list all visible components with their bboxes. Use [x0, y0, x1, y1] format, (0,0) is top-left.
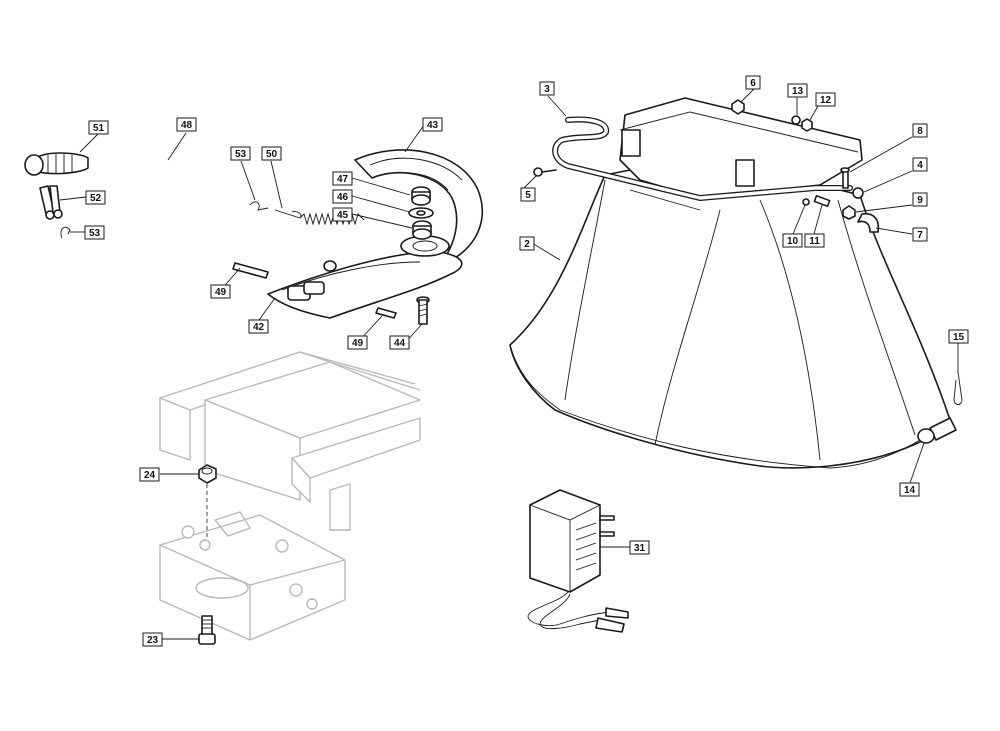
callout-53: 53 — [230, 146, 251, 161]
svg-text:11: 11 — [809, 236, 820, 247]
svg-text:15: 15 — [953, 332, 965, 343]
callout-45: 45 — [332, 207, 353, 222]
svg-text:13: 13 — [792, 86, 804, 97]
bolt-part-23 — [198, 615, 216, 645]
callout-6: 6 — [745, 75, 761, 90]
callout-3: 3 — [539, 81, 555, 96]
svg-text:53: 53 — [235, 149, 247, 160]
callout-50: 50 — [261, 146, 282, 161]
svg-text:5: 5 — [525, 190, 531, 201]
callout-48: 48 — [176, 117, 197, 132]
handle-part-3 — [552, 116, 853, 201]
callout-53: 53 — [84, 225, 105, 240]
pin-part-49b — [375, 307, 397, 319]
svg-text:43: 43 — [427, 120, 439, 131]
catcher-lid-part — [619, 97, 863, 199]
bolt-part-8 — [840, 167, 850, 189]
callout-43: 43 — [422, 117, 443, 132]
callout-2: 2 — [519, 236, 535, 251]
clip-part-53a — [60, 226, 71, 239]
bushing-part-45 — [412, 220, 432, 240]
bushing-part-47 — [411, 186, 431, 206]
nut-part-6 — [731, 99, 745, 115]
callout-23: 23 — [142, 632, 163, 647]
callout-52: 52 — [85, 190, 106, 205]
svg-text:14: 14 — [904, 485, 916, 496]
grip-part-51 — [24, 152, 89, 176]
callout-51: 51 — [88, 120, 109, 135]
svg-text:53: 53 — [89, 228, 101, 239]
callout-49: 49 — [347, 335, 368, 350]
svg-text:47: 47 — [337, 174, 349, 185]
svg-text:44: 44 — [394, 338, 406, 349]
svg-text:52: 52 — [90, 193, 102, 204]
svg-text:50: 50 — [266, 149, 278, 160]
callout-7: 7 — [912, 227, 928, 242]
callout-44: 44 — [389, 335, 410, 350]
callout-47: 47 — [332, 171, 353, 186]
callout-9: 9 — [912, 192, 928, 207]
callout-49: 49 — [210, 284, 231, 299]
svg-text:24: 24 — [144, 470, 156, 481]
svg-text:31: 31 — [634, 543, 646, 554]
callout-8: 8 — [912, 123, 928, 138]
svg-text:51: 51 — [93, 123, 105, 134]
callout-5: 5 — [520, 187, 536, 202]
callout-10: 10 — [782, 233, 803, 248]
callout-11: 11 — [804, 233, 825, 248]
callout-42: 42 — [248, 319, 269, 334]
catcher-bag-part-2 — [509, 165, 951, 469]
svg-text:45: 45 — [337, 210, 349, 221]
pin-part-49a — [232, 262, 269, 279]
callout-14: 14 — [899, 482, 920, 497]
svg-text:8: 8 — [917, 126, 923, 137]
pin-part-52 — [39, 185, 63, 220]
spring-part — [299, 212, 365, 226]
svg-text:7: 7 — [917, 230, 923, 241]
plate-part-42 — [267, 235, 463, 319]
svg-text:9: 9 — [917, 195, 923, 206]
ghost-weight — [159, 511, 346, 641]
callout-13: 13 — [787, 83, 808, 98]
svg-text:49: 49 — [352, 338, 364, 349]
callout-46: 46 — [332, 189, 353, 204]
lever-part-48 — [78, 158, 337, 272]
svg-text:6: 6 — [750, 78, 756, 89]
washer-part-46 — [408, 207, 434, 219]
svg-text:23: 23 — [147, 635, 159, 646]
clip-part-53b — [249, 201, 269, 211]
svg-text:12: 12 — [820, 95, 832, 106]
svg-text:2: 2 — [524, 239, 530, 250]
clamp-part-4 — [852, 187, 864, 199]
washer-part-13 — [791, 115, 801, 125]
nut-part-24 — [198, 464, 217, 540]
svg-text:46: 46 — [337, 192, 349, 203]
callout-12: 12 — [815, 92, 836, 107]
callout-labels: 51 48 52 53 53 50 43 47 46 45 49 42 49 4… — [84, 75, 969, 647]
callout-4: 4 — [912, 157, 928, 172]
pin-part-15 — [953, 371, 963, 405]
bolt-part-44 — [416, 296, 430, 325]
callout-24: 24 — [139, 467, 160, 482]
svg-text:3: 3 — [544, 84, 550, 95]
nut-part-12 — [801, 118, 813, 132]
svg-text:4: 4 — [917, 160, 923, 171]
svg-text:42: 42 — [253, 322, 265, 333]
svg-text:48: 48 — [181, 120, 193, 131]
cap-part-7 — [857, 212, 880, 233]
screw-part-5 — [533, 167, 557, 177]
callout-15: 15 — [948, 329, 969, 344]
callout-31: 31 — [629, 540, 650, 555]
nut-part-9 — [842, 205, 856, 220]
charger-part-31 — [527, 489, 629, 633]
svg-text:10: 10 — [787, 236, 799, 247]
leader-lines — [59, 88, 959, 640]
rod-part-50 — [274, 209, 302, 219]
svg-text:49: 49 — [215, 287, 227, 298]
ghost-frame — [159, 351, 421, 531]
bolt-part-11 — [813, 194, 831, 208]
knob-part-14 — [917, 417, 957, 444]
screw-part-10 — [802, 198, 810, 206]
